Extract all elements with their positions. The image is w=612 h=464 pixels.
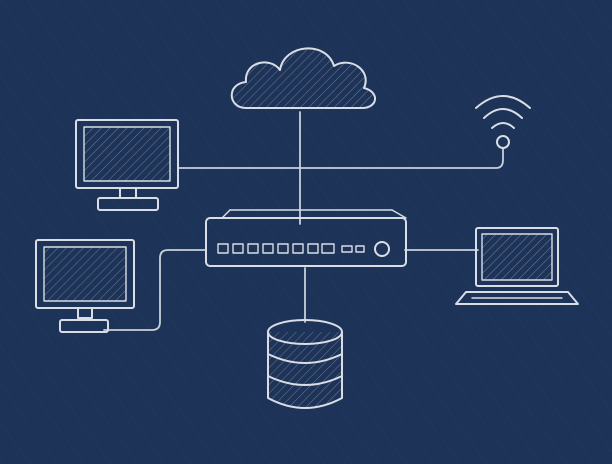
wifi-antenna-icon — [475, 95, 531, 149]
network-switch-icon — [205, 209, 407, 267]
database-icon — [267, 319, 343, 409]
switch-power-knob — [374, 241, 390, 257]
wire-desktop-wifi — [177, 147, 504, 169]
cloud-icon — [230, 47, 376, 109]
laptop-icon — [455, 227, 579, 305]
connections — [103, 111, 504, 331]
wire-router-desktop-bottom — [103, 249, 207, 331]
switch-ports — [217, 243, 365, 254]
desktop-bottom-left — [35, 239, 135, 333]
desktop-top-left — [75, 119, 179, 211]
